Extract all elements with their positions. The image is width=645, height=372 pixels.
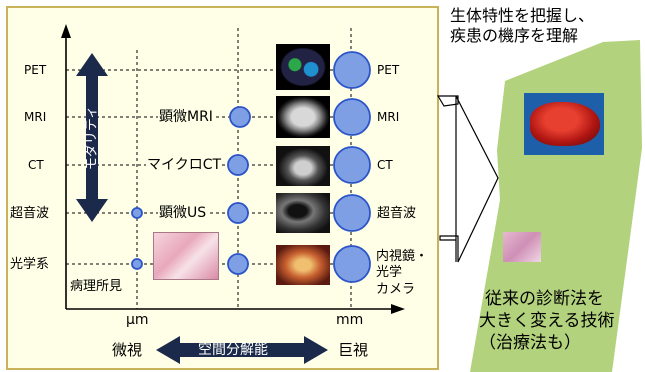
goal-text-line-2: 疾患の機序を理解	[450, 26, 579, 45]
resolution-micro-label: 微視	[112, 341, 143, 359]
organ-photo	[524, 93, 604, 155]
label-micro-us: 顕微US	[158, 205, 208, 221]
resolution-arrow	[156, 336, 328, 364]
histology-thumb	[503, 232, 541, 262]
impact-text-line-2: 大きく変える技術	[479, 311, 615, 331]
mri-macro-circle	[333, 98, 371, 136]
resolution-macro-label: 巨視	[338, 341, 369, 359]
ct-macro-circle	[333, 146, 371, 184]
us-small-circle	[131, 207, 143, 219]
impact-text-line-1: 従来の診断法を	[485, 289, 604, 309]
right-label-us: 超音波	[377, 206, 417, 221]
pathology-label: 病理所見	[70, 279, 123, 294]
modality-label-us: 超音波	[10, 206, 50, 221]
chevron-right-icon	[436, 95, 499, 263]
right-label-mri: MRI	[377, 110, 400, 124]
mri-micro-circle	[229, 106, 251, 128]
us-micro-circle	[227, 202, 249, 224]
modality-label-mri: MRI	[24, 110, 47, 124]
label-micro-mri: 顕微MRI	[158, 109, 214, 125]
scale-macro-unit: mm	[336, 312, 364, 328]
modality-label-optical: 光学系	[10, 257, 50, 272]
impact-text-line-3: （治療法も）	[479, 333, 581, 353]
resolution-label: 空間分解能	[198, 342, 268, 358]
goal-text-line-1: 生体特性を把握し、	[450, 6, 595, 25]
modality-arrow-label: モダリティ	[84, 105, 100, 171]
modality-arrow	[76, 53, 108, 222]
modality-label-pet: PET	[24, 63, 47, 77]
optical-macro-circle	[333, 245, 371, 283]
right-label-ct: CT	[377, 158, 393, 172]
mri-scan-image	[276, 96, 330, 138]
scale-micro-unit: μm	[126, 312, 149, 328]
right-label-optical-3: カメラ	[376, 282, 416, 297]
ultrasound-image	[276, 193, 330, 233]
histology-image	[153, 232, 219, 280]
right-label-optical-2: 光学	[376, 265, 403, 280]
label-micro-ct: マイクロCT	[146, 157, 223, 173]
us-macro-circle	[333, 194, 371, 232]
ct-micro-circle	[227, 154, 249, 176]
ct-scan-image	[276, 146, 330, 186]
right-label-pet: PET	[377, 63, 400, 77]
right-label-optical-1: 内視鏡・	[376, 249, 429, 264]
optical-mid-circle	[227, 253, 249, 275]
optical-small-circle	[131, 258, 143, 270]
pet-scan-image	[276, 44, 330, 90]
modality-label-ct: CT	[28, 158, 44, 172]
pet-macro-circle	[333, 51, 371, 89]
endoscope-image	[276, 245, 330, 285]
